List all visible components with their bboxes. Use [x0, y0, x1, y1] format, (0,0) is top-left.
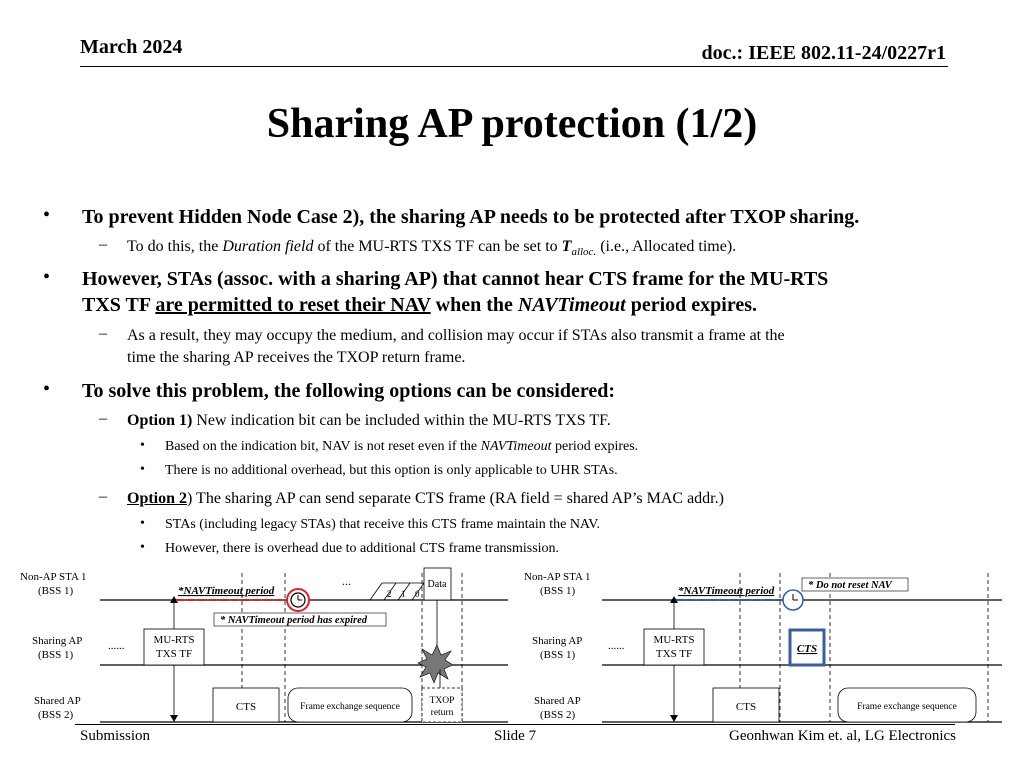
- nav-timeout-label: *NAVTimeout period: [678, 585, 775, 597]
- dash-marker: –: [99, 325, 107, 342]
- option-2-item-2: However, there is overhead due to additi…: [165, 541, 560, 556]
- bullet-2: However, STAs (assoc. with a sharing AP)…: [82, 268, 829, 316]
- bullet-1-sub: To do this, the Duration field of the MU…: [127, 238, 737, 259]
- frame-exchange-label: Frame exchange sequence: [857, 702, 957, 712]
- backoff-slot: 1: [401, 589, 406, 599]
- dots: ......: [608, 640, 625, 652]
- footer-submission: Submission: [80, 728, 151, 744]
- nav-timeout-label: *NAVTimeout period: [178, 585, 275, 597]
- bullet-2-sub: As a result, they may occupy the medium,…: [127, 327, 785, 366]
- mu-rts-label: MU-RTS: [654, 634, 695, 646]
- row-label: Shared AP: [534, 695, 581, 707]
- dash-marker: –: [99, 410, 107, 427]
- row-label: (BSS 2): [38, 709, 73, 721]
- collision-icon: [417, 644, 454, 684]
- data-label: Data: [428, 579, 447, 590]
- sharing-ap-cts-label: CTS: [797, 643, 817, 655]
- option-1: Option 1) New indication bit can be incl…: [127, 412, 611, 429]
- cts-label: CTS: [736, 701, 756, 713]
- row-label: (BSS 1): [540, 585, 575, 597]
- ellipsis: ...: [342, 574, 351, 588]
- dot-marker: •: [140, 516, 145, 531]
- diagram-option-1: Non-AP STA 1 (BSS 1) Sharing AP (BSS 1) …: [20, 567, 508, 723]
- option-2: Option 2) The sharing AP can send separa…: [127, 490, 724, 507]
- nav-expired-label: * NAVTimeout period has expired: [220, 615, 368, 626]
- row-label: (BSS 1): [38, 585, 73, 597]
- header-rule: [80, 66, 948, 67]
- mu-rts-label: TXS TF: [656, 648, 692, 660]
- mu-rts-box: [643, 628, 705, 666]
- sharing-ap-cts-box: [788, 628, 826, 667]
- row-label: Non-AP STA 1: [20, 571, 87, 583]
- data-box: [423, 567, 452, 601]
- header-doc-number: doc.: IEEE 802.11-24/0227r1: [701, 42, 946, 64]
- txop-label: TXOP: [430, 696, 455, 706]
- backoff-slot: 2: [387, 589, 392, 599]
- backoff-slot: 0: [415, 589, 420, 599]
- row-label: Sharing AP: [532, 635, 582, 647]
- dots: ......: [108, 640, 125, 652]
- mu-rts-label: TXS TF: [156, 648, 192, 660]
- footer-authors: Geonhwan Kim et. al, LG Electronics: [728, 728, 956, 744]
- option-1-item-1: Based on the indication bit, NAV is not …: [165, 439, 639, 454]
- bullet-marker: •: [43, 378, 51, 400]
- row-label: Non-AP STA 1: [524, 571, 591, 583]
- dash-marker: –: [99, 488, 107, 505]
- header-date: March 2024: [80, 36, 183, 58]
- frame-exchange-box: [287, 687, 413, 723]
- no-reset-label: * Do not reset NAV: [808, 580, 893, 591]
- row-label: (BSS 1): [540, 649, 575, 661]
- row-label: Shared AP: [34, 695, 81, 707]
- row-label: (BSS 2): [540, 709, 575, 721]
- bullet-1: To prevent Hidden Node Case 2), the shar…: [82, 206, 860, 228]
- row-label: (BSS 1): [38, 649, 73, 661]
- bullet-marker: •: [43, 266, 51, 288]
- cts-label: CTS: [236, 701, 256, 713]
- frame-exchange-box: [837, 687, 977, 723]
- bullet-marker: •: [43, 204, 51, 226]
- footer-slide-number: Slide 7: [494, 728, 537, 744]
- row-label: Sharing AP: [32, 635, 82, 647]
- bullet-3: To solve this problem, the following opt…: [82, 380, 616, 402]
- dash-marker: –: [99, 236, 107, 253]
- txop-label: return: [431, 708, 454, 718]
- mu-rts-box: [143, 628, 205, 666]
- mu-rts-label: MU-RTS: [154, 634, 195, 646]
- option-2-item-1: STAs (including legacy STAs) that receiv…: [165, 517, 601, 532]
- footer-rule: [75, 724, 955, 725]
- dot-marker: •: [140, 438, 145, 453]
- cts-box: [212, 687, 280, 723]
- dot-marker: •: [140, 540, 145, 555]
- cts-box: [712, 687, 780, 723]
- diagram-option-2: Non-AP STA 1 (BSS 1) Sharing AP (BSS 1) …: [524, 571, 1002, 723]
- option-1-item-2: There is no additional overhead, but thi…: [165, 463, 618, 478]
- dot-marker: •: [140, 462, 145, 477]
- frame-exchange-label: Frame exchange sequence: [300, 702, 400, 712]
- slide-title: Sharing AP protection (1/2): [266, 101, 758, 147]
- txop-return-box: [421, 687, 463, 723]
